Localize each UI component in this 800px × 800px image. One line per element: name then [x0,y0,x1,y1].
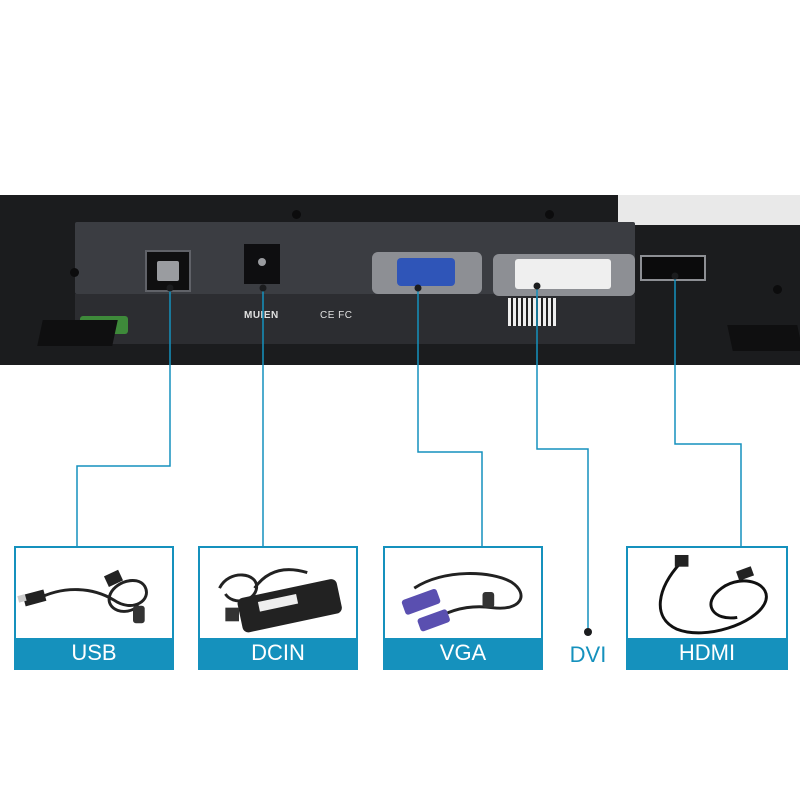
hdmi-dot [671,272,679,280]
usb-cable-card: USB [14,546,174,670]
screw [292,210,301,219]
dvi-label: DVI [569,642,607,667]
usb-b-port [145,250,191,292]
dc-in-port [244,244,280,284]
certification-marks: CE FC [320,310,353,321]
vga-line [417,290,483,562]
usb-line [76,290,171,562]
usb-cable-image [17,569,148,624]
label-plate: MUIEN CE FC [230,296,560,330]
vga-cable-card: VGA [383,546,543,670]
dcin-adapter-card: DCIN [198,546,358,670]
vga-port [372,252,482,294]
usb-dot [166,284,174,292]
hdmi-port [640,255,706,281]
vga-dot [414,284,422,292]
hdmi-line [674,278,742,551]
vga-label: VGA [385,638,541,668]
vga-cable-image [401,572,523,632]
dvi-card-dot [584,628,592,636]
dcin-adapter-image [218,568,342,633]
screw [70,268,79,277]
qr-code [508,298,556,326]
hdmi-label: HDMI [628,638,786,668]
hdmi-cable-card: HDMI [626,546,788,670]
dvi-port [493,254,635,296]
dcin-dot [259,284,267,292]
dvi-card: DVI [560,546,616,670]
usb-label: USB [16,638,172,668]
screw [773,285,782,294]
hdmi-cable-image [658,554,768,635]
dcin-label: DCIN [200,638,356,668]
dvi-line [536,288,589,632]
screw [545,210,554,219]
brand-logo: MUIEN [244,310,279,321]
rating-sticker [618,195,800,225]
dvi-dot [533,282,541,290]
